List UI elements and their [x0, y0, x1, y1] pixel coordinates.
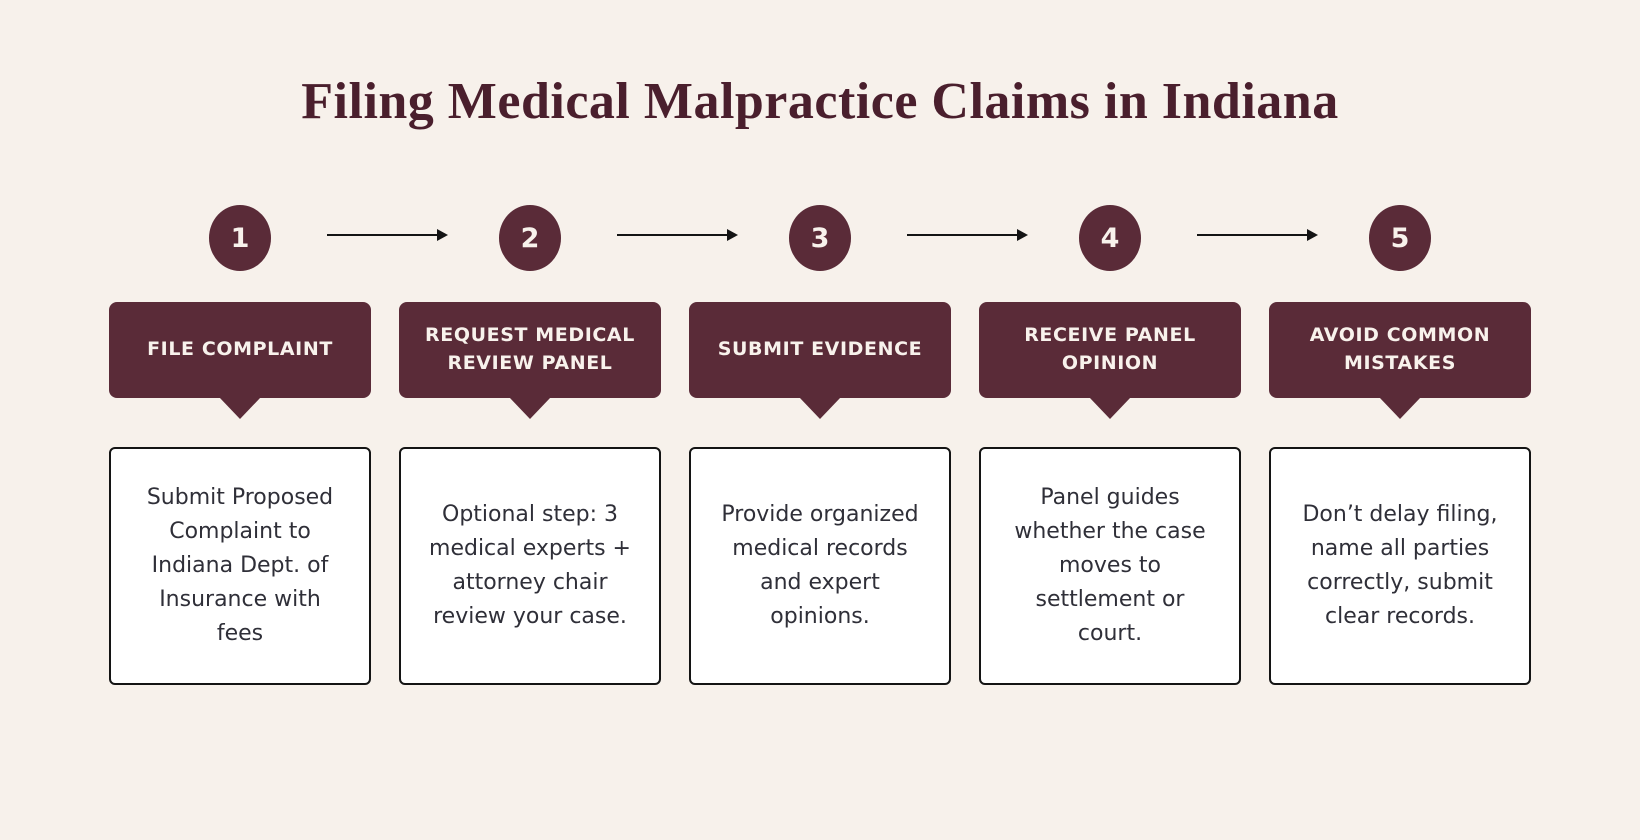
step-4-description-card: Panel guides whether the case moves to s… [979, 447, 1241, 685]
step-3-title: SUBMIT EVIDENCE [717, 338, 923, 361]
step-title-row: FILE COMPLAINT REQUEST MEDICAL REVIEW PA… [109, 302, 1531, 419]
process-flow: 1 2 3 4 5 FILE COMPLAINT [109, 0, 1531, 840]
step-2-title: REQUEST MEDICAL REVIEW PANEL [425, 324, 635, 374]
arrow-right-icon [1197, 229, 1318, 241]
step-4-description: Panel guides whether the case moves to s… [1014, 484, 1206, 647]
step-5-number: 5 [1390, 222, 1410, 254]
step-3-number: 3 [810, 222, 830, 254]
step-5-number-badge: 5 [1369, 205, 1431, 271]
arrow-right-icon [327, 229, 448, 241]
step-description-row: Submit Proposed Complaint to Indiana Dep… [109, 447, 1531, 685]
step-5-title: AVOID COMMON MISTAKES [1309, 324, 1491, 374]
step-2-number-badge: 2 [499, 205, 561, 271]
step-4-number-badge: 4 [1079, 205, 1141, 271]
step-5-title-card: AVOID COMMON MISTAKES [1269, 302, 1531, 419]
step-1-title-card: FILE COMPLAINT [109, 302, 371, 419]
step-1-number: 1 [230, 222, 250, 254]
step-1-title: FILE COMPLAINT [147, 338, 333, 361]
step-3-number-badge: 3 [789, 205, 851, 271]
step-3-description: Provide organized medical records and ex… [721, 501, 919, 630]
step-2-description: Optional step: 3 medical experts + attor… [429, 501, 631, 630]
speech-tail-icon [799, 397, 841, 419]
arrow-right-icon [907, 229, 1028, 241]
step-1-number-badge: 1 [209, 205, 271, 271]
step-number-row: 1 2 3 4 5 [109, 205, 1531, 271]
page-title: Filing Medical Malpractice Claims in Ind… [301, 73, 1339, 130]
speech-tail-icon [219, 397, 261, 419]
step-4-number: 4 [1100, 222, 1120, 254]
step-2-number: 2 [520, 222, 540, 254]
step-4-title: RECEIVE PANEL OPINION [1024, 324, 1196, 374]
speech-tail-icon [509, 397, 551, 419]
speech-tail-icon [1089, 397, 1131, 419]
step-2-description-card: Optional step: 3 medical experts + attor… [399, 447, 661, 685]
step-1-description-card: Submit Proposed Complaint to Indiana Dep… [109, 447, 371, 685]
speech-tail-icon [1379, 397, 1421, 419]
step-5-description: Don’t delay filing, name all parties cor… [1302, 501, 1498, 630]
step-3-description-card: Provide organized medical records and ex… [689, 447, 951, 685]
arrow-right-icon [617, 229, 738, 241]
step-2-title-card: REQUEST MEDICAL REVIEW PANEL [399, 302, 661, 419]
step-1-description: Submit Proposed Complaint to Indiana Dep… [146, 484, 334, 647]
step-4-title-card: RECEIVE PANEL OPINION [979, 302, 1241, 419]
step-5-description-card: Don’t delay filing, name all parties cor… [1269, 447, 1531, 685]
step-3-title-card: SUBMIT EVIDENCE [689, 302, 951, 419]
